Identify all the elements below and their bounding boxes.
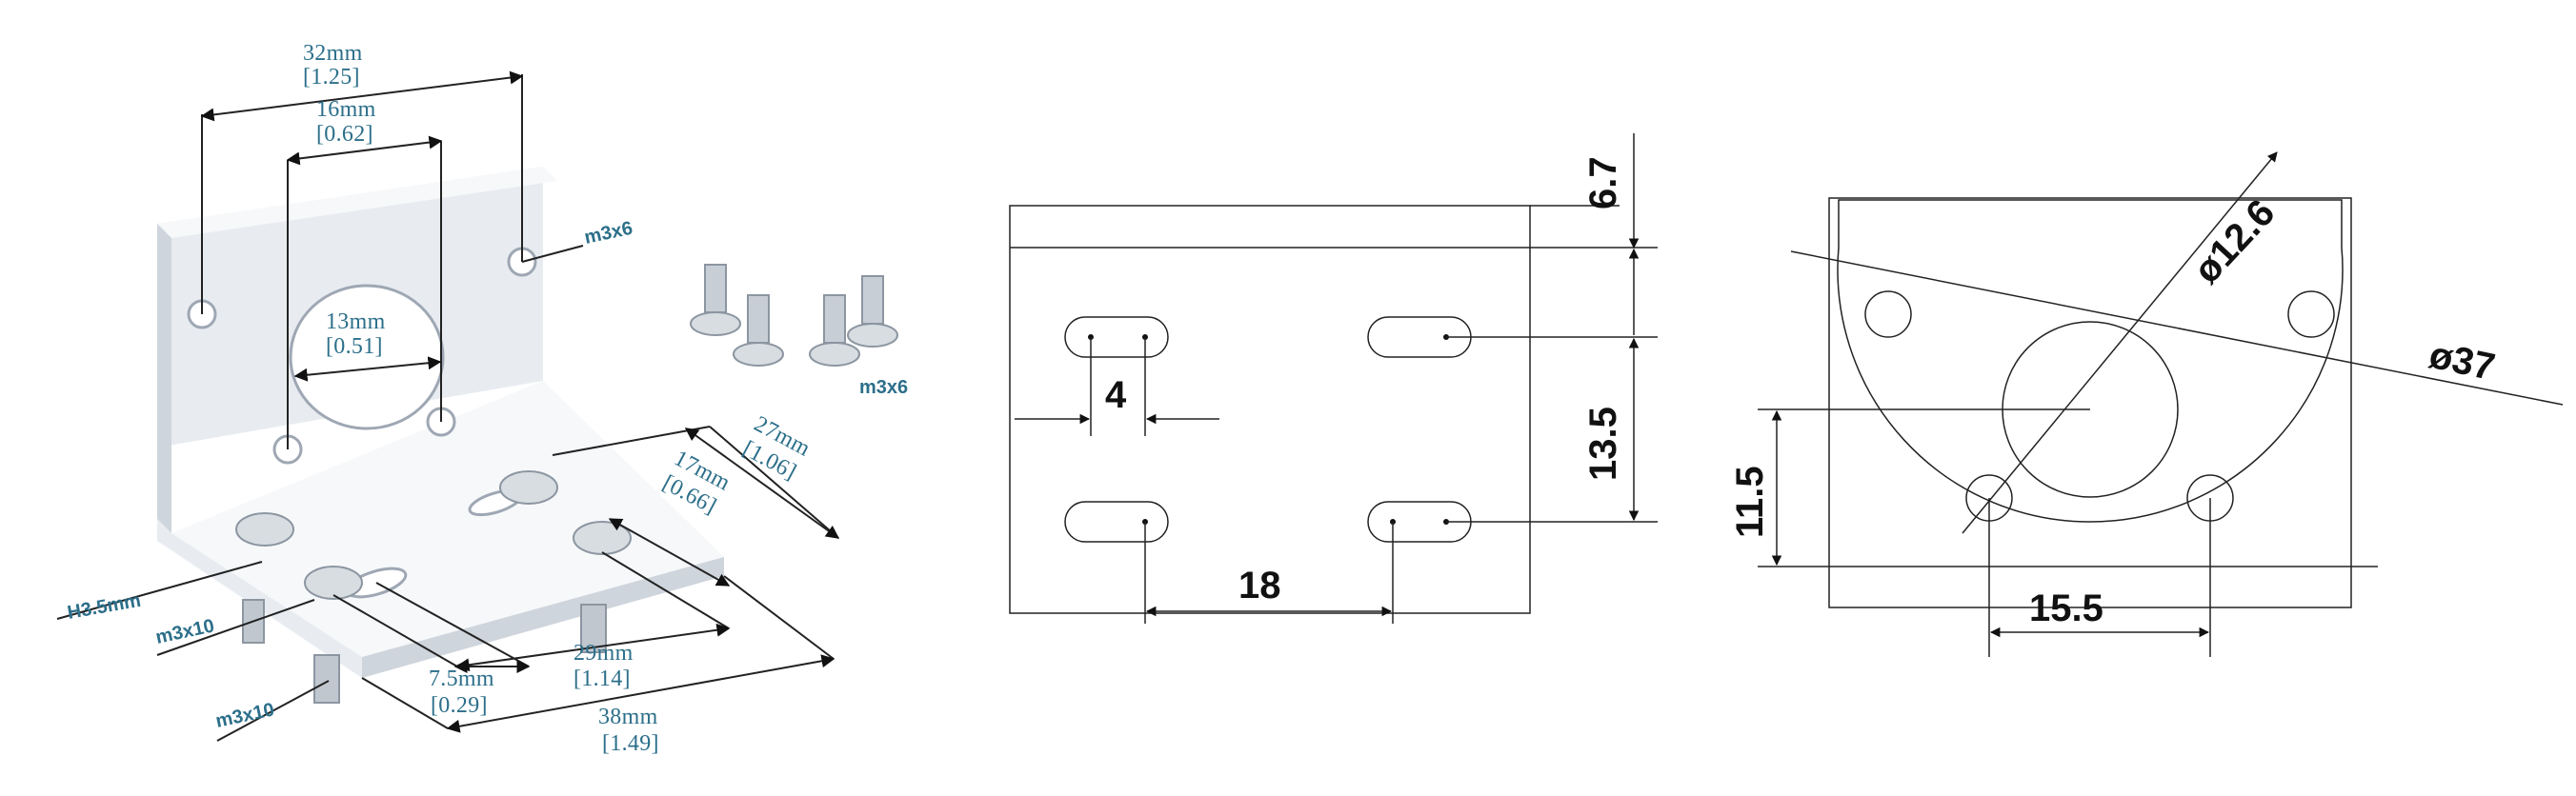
dim-29mm-inch: [1.14] xyxy=(574,667,631,691)
dim-32mm-label: 32mm xyxy=(303,41,363,66)
m3x10-label-a: m3x10 xyxy=(153,615,215,647)
mount-hole-2 xyxy=(2287,290,2335,338)
dim-15-5: 15.5 xyxy=(2029,587,2103,629)
dim-7-5mm-inch: [0.29] xyxy=(431,693,488,718)
slot-top-left xyxy=(1064,316,1169,358)
under-screw-2 xyxy=(313,654,340,704)
base-screw-3 xyxy=(499,470,558,505)
dim-38mm-inch: [1.49] xyxy=(602,731,659,756)
dim-13mm-inch: [0.51] xyxy=(326,334,383,359)
h3-5mm-label: H3.5mm xyxy=(66,590,142,624)
motor-face-drawing: ø12.6 ø37 11.5 15.5 xyxy=(1729,151,2564,657)
dim-38mm-label: 38mm xyxy=(598,705,658,729)
vertical-plate-side xyxy=(157,224,171,533)
m3x6-top-label: m3x6 xyxy=(582,218,634,249)
dim-7-5mm-label: 7.5mm xyxy=(429,667,494,691)
dim-32mm-inch: [1.25] xyxy=(303,65,360,90)
base-outline xyxy=(1009,205,1531,614)
slot-bottom-left xyxy=(1064,501,1169,543)
m3x10-label-b: m3x10 xyxy=(213,699,275,731)
base-screw-1 xyxy=(235,512,294,547)
dim-6-7: 6.7 xyxy=(1582,156,1624,209)
base-plate-drawing: 6.7 13.5 4 18 xyxy=(1009,133,1658,624)
base-screw-2 xyxy=(304,566,363,600)
bracket-illustration: 32mm [1.25] 16mm [0.62] 13mm [0.51] 27mm… xyxy=(56,41,908,756)
dim-11-5: 11.5 xyxy=(1729,466,1771,538)
dim-4: 4 xyxy=(1105,374,1127,416)
photo-dimension-lines xyxy=(56,70,840,742)
dim-phi-12-6: ø12.6 xyxy=(2185,191,2283,291)
base-plate-front-edge xyxy=(362,557,724,678)
dim-29mm-label: 29mm xyxy=(574,641,634,666)
dim-13mm-label: 13mm xyxy=(326,309,386,334)
dim-13-5: 13.5 xyxy=(1582,407,1624,481)
m3x6-screws-label: m3x6 xyxy=(859,377,908,398)
dim-18: 18 xyxy=(1238,565,1281,607)
base-plate-left-edge xyxy=(157,519,362,678)
face-outline xyxy=(1828,197,2352,608)
motor-outline-arc xyxy=(1837,199,2344,523)
mount-hole-1 xyxy=(1864,290,1912,338)
vertical-plate-top-edge xyxy=(157,167,557,238)
loose-screws xyxy=(690,264,898,367)
dim-16mm-inch: [0.62] xyxy=(316,122,373,147)
dim-phi-37: ø37 xyxy=(2425,334,2499,388)
phi-12-6-leader xyxy=(1962,151,2278,534)
phi-37-leader xyxy=(1790,250,2564,406)
dim-16mm-label: 16mm xyxy=(316,97,376,122)
